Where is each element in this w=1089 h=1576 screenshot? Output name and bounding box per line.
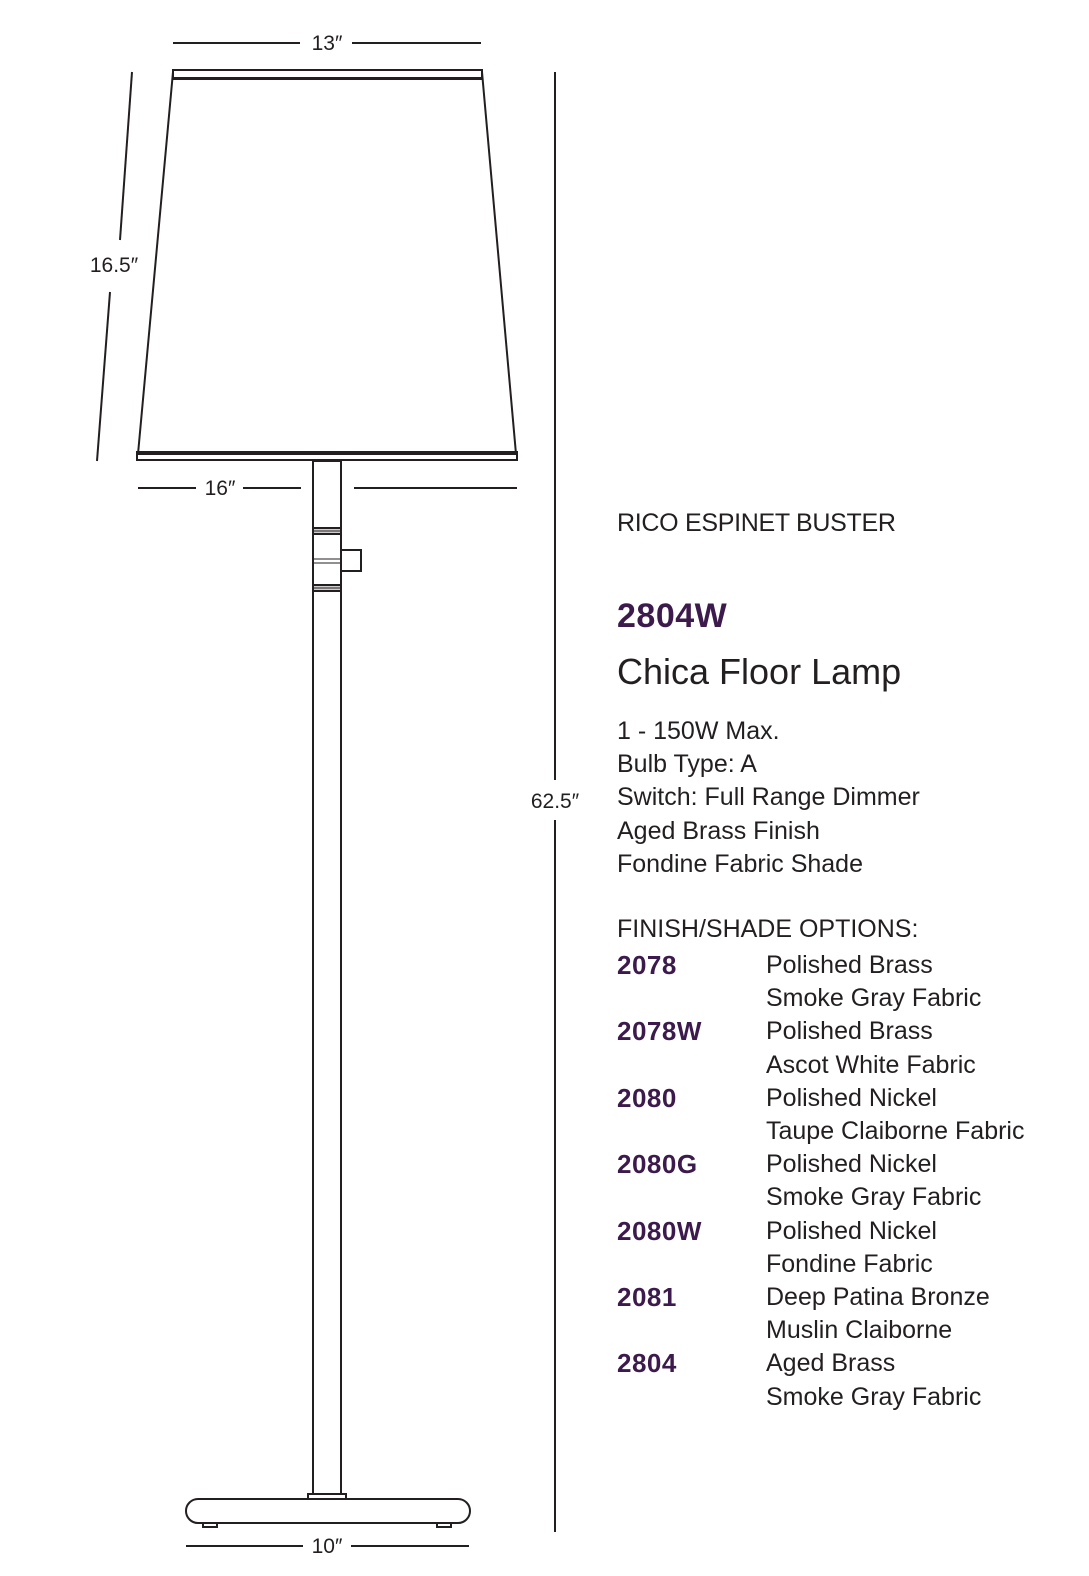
option-finish: Polished Brass [766, 951, 933, 979]
dim-shade-bottom-width: 16″ [205, 477, 236, 500]
dim-shade-height: 16.5″ [90, 254, 139, 277]
option-shade: Smoke Gray Fabric [766, 1183, 982, 1212]
option-finish: Deep Patina Bronze [766, 1282, 990, 1311]
option-code: 2081 [617, 1281, 677, 1312]
options-heading: FINISH/SHADE OPTIONS: [617, 915, 919, 943]
product-name: Chica Floor Lamp [617, 651, 902, 692]
option-finish: Polished Nickel [766, 1216, 937, 1245]
spec-item: Switch: Full Range Dimmer [617, 783, 920, 812]
dim-overall-height: 62.5″ [531, 790, 580, 813]
lamp-shade [136, 69, 518, 461]
lamp-pole [307, 460, 362, 1501]
spec-item: Bulb Type: A [617, 750, 757, 779]
dim-base-width: 10″ [312, 1535, 343, 1558]
designer-name: RICO ESPINET BUSTER [617, 509, 896, 537]
option-shade: Smoke Gray Fabric [766, 984, 982, 1013]
dimmer-knob [340, 549, 362, 572]
dim-line-shade-height-upper [119, 71, 133, 241]
option-shade: Muslin Claiborne [766, 1316, 953, 1345]
option-shade: Ascot White Fabric [766, 1050, 976, 1079]
model-number: 2804W [617, 597, 728, 635]
spec-item: Aged Brass Finish [617, 816, 820, 845]
dim-shade-top-width: 13″ [312, 32, 343, 55]
option-finish: Polished Nickel [766, 1150, 937, 1179]
option-code: 2080G [617, 1149, 698, 1180]
option-code: 2078 [617, 950, 677, 980]
lamp-base [185, 1498, 471, 1528]
spec-list: 1 - 150W Max. Bulb Type: A Switch: Full … [617, 715, 920, 881]
option-finish: Polished Nickel [766, 1083, 937, 1112]
option-code: 2804 [617, 1348, 677, 1379]
option-code: 2078W [617, 1016, 702, 1047]
option-finish: Aged Brass [766, 1349, 896, 1378]
option-shade: Fondine Fabric [766, 1249, 933, 1278]
dim-line-shade-height-lower [96, 291, 111, 462]
option-finish: Polished Brass [766, 1017, 933, 1046]
option-code: 2080 [617, 1082, 677, 1113]
spec-item: 1 - 150W Max. [617, 717, 780, 745]
spec-item: Fondine Fabric Shade [617, 849, 863, 878]
option-shade: Taupe Claiborne Fabric [766, 1116, 1025, 1145]
option-shade: Smoke Gray Fabric [766, 1382, 982, 1411]
product-info: RICO ESPINET BUSTER 2804W Chica Floor La… [617, 508, 1077, 1411]
option-code: 2080W [617, 1215, 702, 1246]
